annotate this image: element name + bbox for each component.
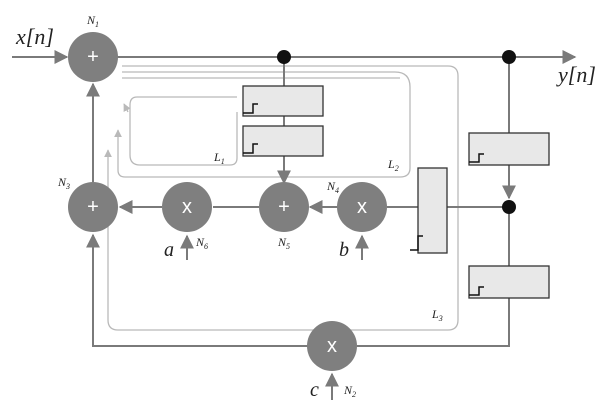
- label-n4: N4: [326, 179, 339, 195]
- coef-c-label: c: [310, 379, 319, 401]
- label-n1: N1: [86, 13, 99, 29]
- label-n2: N2: [343, 383, 356, 399]
- junction-dot-top-left: [277, 50, 291, 64]
- node-n5: +: [259, 182, 309, 232]
- svg-text:+: +: [87, 46, 99, 68]
- node-n1: +: [68, 32, 118, 82]
- label-n6: N6: [195, 235, 208, 251]
- loop-path-l1-feed: [123, 103, 131, 113]
- node-n2: x: [307, 321, 357, 371]
- node-n4: x: [337, 182, 387, 232]
- register-4: [410, 167, 448, 254]
- loop-path-l2: [114, 71, 411, 178]
- register-2: [242, 125, 324, 157]
- node-n6: x: [162, 182, 212, 232]
- coef-b-label: b: [339, 239, 349, 261]
- svg-text:x: x: [182, 196, 192, 218]
- junction-dot-right: [502, 200, 516, 214]
- label-n5: N5: [277, 235, 290, 251]
- input-label: x[n]: [15, 24, 54, 49]
- output-label: y[n]: [556, 62, 596, 87]
- signal-wires: [12, 50, 577, 400]
- register-3: [468, 132, 550, 166]
- loop-path-l3: [104, 65, 459, 331]
- loop-paths: [104, 65, 459, 331]
- label-l3: L3: [431, 307, 443, 323]
- label-l1: L1: [213, 150, 225, 166]
- registers: [242, 85, 550, 299]
- junction-dot-top-right: [502, 50, 516, 64]
- coef-a-label: a: [164, 239, 174, 261]
- svg-text:x: x: [327, 335, 337, 357]
- svg-text:+: +: [278, 196, 290, 218]
- svg-text:x: x: [357, 196, 367, 218]
- register-5: [468, 265, 550, 299]
- wire-reg5-n2: [357, 298, 510, 347]
- label-l2: L2: [387, 157, 399, 173]
- label-n3: N3: [57, 175, 70, 191]
- svg-text:+: +: [87, 196, 99, 218]
- node-n3: +: [68, 182, 118, 232]
- register-1: [242, 85, 324, 117]
- wire-n2-n3: [86, 233, 308, 347]
- loop-path-l1: [129, 96, 238, 166]
